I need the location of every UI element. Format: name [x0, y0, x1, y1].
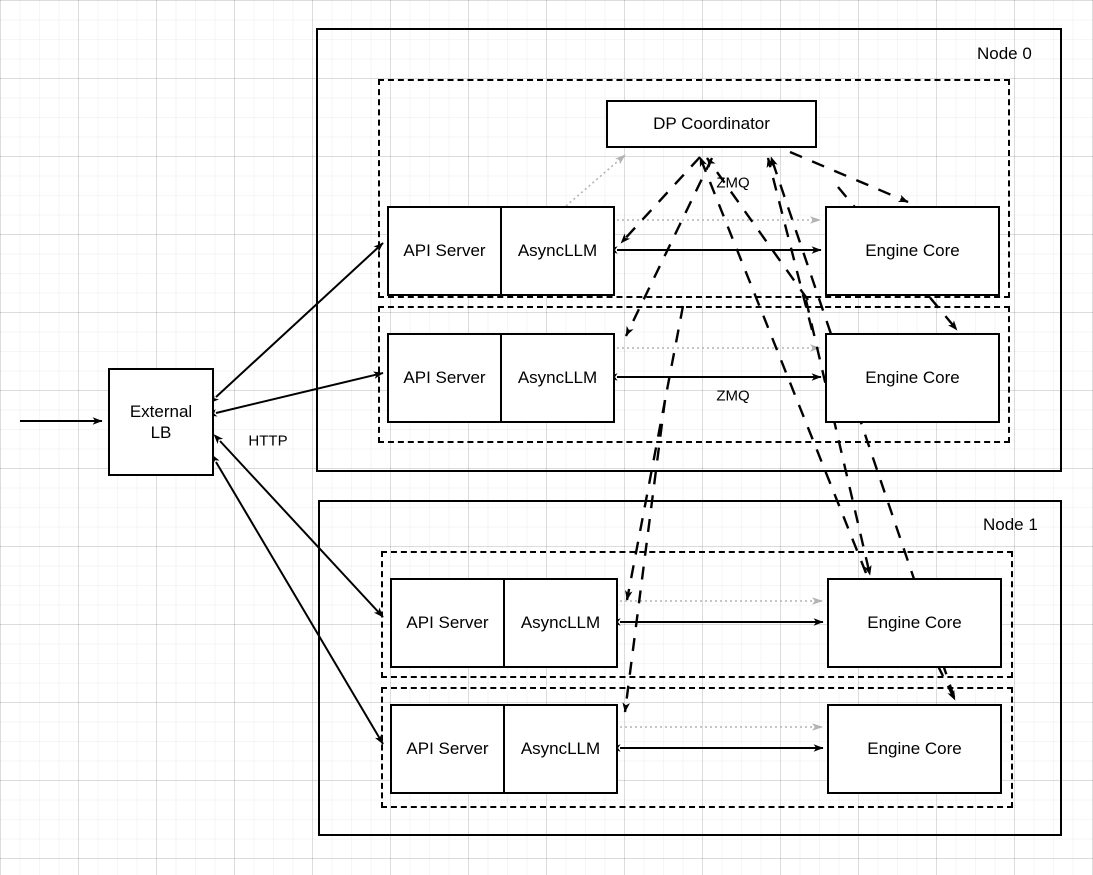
engine-core-label: Engine Core: [867, 739, 962, 759]
node0-group-1-frontend[interactable]: API Server AsyncLLM: [387, 333, 615, 423]
node0-group-0-engine-core[interactable]: Engine Core: [825, 206, 1000, 296]
node1-group-1: [381, 687, 1013, 808]
external-lb-label-line1: External: [129, 401, 193, 421]
api-server-label: API Server: [403, 368, 486, 387]
node1-group-1-frontend[interactable]: API Server AsyncLLM: [390, 704, 618, 794]
node1-group-0-frontend[interactable]: API Server AsyncLLM: [390, 578, 618, 668]
async-llm-label: AsyncLLM: [500, 208, 613, 294]
async-llm-label: AsyncLLM: [503, 706, 616, 792]
engine-core-label: Engine Core: [865, 241, 960, 261]
api-server-label: API Server: [406, 613, 489, 632]
node1-label: Node 1: [983, 515, 1038, 534]
node1-container: [318, 500, 1062, 836]
async-llm-label: AsyncLLM: [503, 580, 616, 666]
api-server-label: API Server: [403, 241, 486, 260]
external-lb-label-line2: LB: [150, 423, 172, 442]
external-lb-box[interactable]: External LB: [108, 368, 214, 476]
dp-coordinator-label: DP Coordinator: [653, 114, 770, 134]
node0-group-1-engine-core[interactable]: Engine Core: [825, 333, 1000, 423]
node0-group-0-frontend[interactable]: API Server AsyncLLM: [387, 206, 615, 296]
node1-group-1-engine-core[interactable]: Engine Core: [827, 704, 1002, 794]
async-llm-label: AsyncLLM: [500, 335, 613, 421]
node1-group-0: [381, 551, 1013, 678]
node0-group-1: [378, 306, 1010, 443]
zmq-label-node0-top: ZMQ: [716, 174, 750, 192]
api-server-label: API Server: [406, 739, 489, 758]
engine-core-label: Engine Core: [867, 613, 962, 633]
external-lb-label: External LB: [130, 401, 192, 444]
http-edge-label: HTTP: [248, 432, 288, 450]
node0-container: [316, 28, 1062, 472]
zmq-label-node0-mid: ZMQ: [716, 387, 750, 405]
node1-group-0-engine-core[interactable]: Engine Core: [827, 578, 1002, 668]
node0-group-0: [378, 79, 1010, 298]
node0-label: Node 0: [977, 44, 1032, 63]
dp-coordinator-box[interactable]: DP Coordinator: [606, 100, 817, 148]
engine-core-label: Engine Core: [865, 368, 960, 388]
